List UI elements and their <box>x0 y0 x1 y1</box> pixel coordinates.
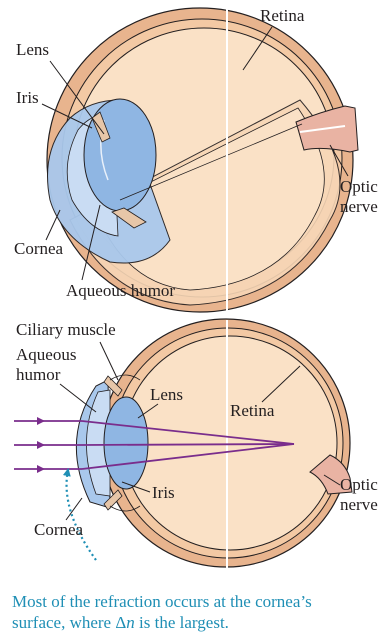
bottom-label-retina: Retina <box>230 401 275 420</box>
bottom-label-cornea: Cornea <box>34 520 84 539</box>
top-label-retina: Retina <box>260 6 305 25</box>
bottom-label-ciliary: Ciliary muscle <box>16 320 116 339</box>
caption-line-2: surface, where Δn is the largest. <box>12 613 229 632</box>
bottom-vitreous <box>123 336 337 550</box>
top-label-lens: Lens <box>16 40 49 59</box>
bottom-label-aqueous-2: humor <box>16 365 61 384</box>
bottom-label-aqueous-1: Aqueous <box>16 345 76 364</box>
caption-line-2-prefix: surface, where Δ <box>12 613 126 632</box>
caption-line-2-italic: n <box>126 613 135 632</box>
caption: Most of the refraction occurs at the cor… <box>12 592 312 632</box>
top-label-iris: Iris <box>16 88 39 107</box>
top-label-optic: Optic <box>340 177 378 196</box>
bottom-label-lens: Lens <box>150 385 183 404</box>
top-label-cornea: Cornea <box>14 239 64 258</box>
top-label-nerve: nerve <box>340 197 378 216</box>
bottom-leader-ciliary <box>100 342 118 380</box>
bottom-label-optic: Optic <box>340 475 378 494</box>
caption-line-2-suffix: is the largest. <box>135 613 229 632</box>
bottom-label-nerve: nerve <box>340 495 378 514</box>
top-eye-diagram <box>47 2 358 318</box>
caption-line-1: Most of the refraction occurs at the cor… <box>12 592 312 611</box>
bottom-lens <box>104 397 148 489</box>
top-leader-cornea <box>46 210 60 240</box>
bottom-label-iris: Iris <box>152 483 175 502</box>
ray-middle-refracted <box>82 444 294 445</box>
top-label-aqueous: Aqueous humor <box>66 281 175 300</box>
